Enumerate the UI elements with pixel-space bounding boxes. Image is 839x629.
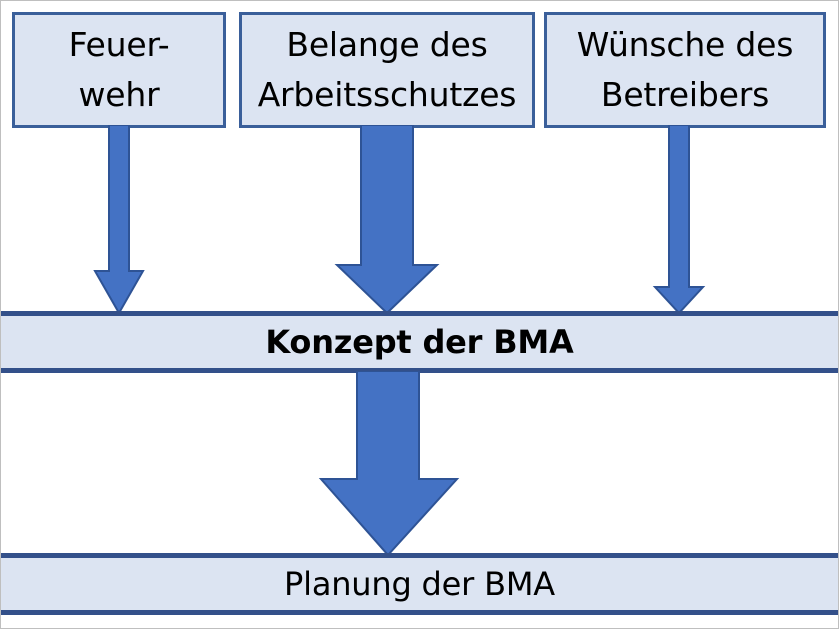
source-box-feuerwehr[interactable]: Feuer- wehr: [12, 12, 226, 128]
source-box-betreiber[interactable]: Wünsche des Betreibers: [544, 12, 826, 128]
source-box-betreiber-label: Wünsche des Betreibers: [576, 25, 794, 114]
band-planung-der-bma[interactable]: Planung der BMA: [1, 553, 838, 615]
band-planung-der-bma-label: Planung der BMA: [284, 565, 555, 603]
arrow-arbeitsschutz-to-konzept: [331, 125, 443, 315]
source-box-arbeitsschutz[interactable]: Belange des Arbeitsschutzes: [239, 12, 535, 128]
band-konzept-der-bma-label: Konzept der BMA: [265, 323, 574, 361]
band-konzept-der-bma[interactable]: Konzept der BMA: [1, 311, 838, 373]
arrow-feuerwehr-to-konzept: [85, 125, 153, 315]
arrow-konzept-to-planung: [317, 371, 461, 557]
arrow-betreiber-to-konzept: [651, 125, 707, 315]
source-box-arbeitsschutz-label: Belange des Arbeitsschutzes: [257, 25, 517, 114]
source-box-feuerwehr-label: Feuer- wehr: [68, 25, 170, 114]
